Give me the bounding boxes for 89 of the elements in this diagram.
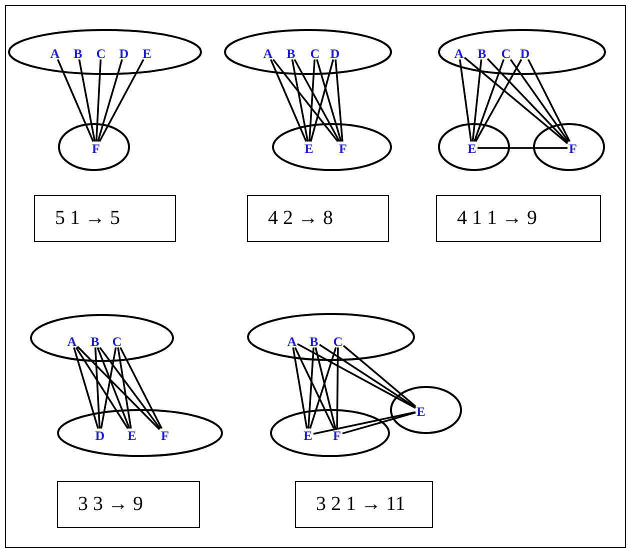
- count-box: 4 1 1 → 9: [436, 195, 601, 242]
- vertex-label: D: [94, 428, 106, 442]
- edge-line: [100, 347, 117, 429]
- edge-line: [478, 147, 568, 149]
- edge-line: [486, 58, 568, 143]
- edge-line: [342, 344, 416, 408]
- edge-line: [510, 58, 570, 142]
- group-ellipse: [270, 409, 390, 457]
- vertex-label: E: [126, 428, 138, 442]
- edge-line: [294, 347, 335, 429]
- vertex-label: D: [330, 46, 340, 60]
- edge-line: [272, 58, 339, 142]
- edge-line: [270, 59, 308, 142]
- edge-line: [319, 344, 416, 408]
- vertex-label: F: [568, 142, 578, 154]
- edge-line: [56, 59, 94, 142]
- count-box: 3 3 → 9: [57, 481, 200, 528]
- edge-line: [97, 59, 123, 142]
- vertex-label: A: [66, 334, 78, 348]
- edge-line: [75, 347, 129, 429]
- vertex-label: E: [302, 428, 314, 442]
- vertex-label: E: [142, 46, 152, 60]
- vertex-label: C: [500, 46, 512, 60]
- group-ellipse: [438, 123, 510, 171]
- edge-line: [98, 59, 144, 142]
- vertex-label: D: [118, 46, 130, 60]
- edge-line: [73, 347, 99, 429]
- count-box: 4 2 → 8: [247, 195, 389, 242]
- edge-line: [308, 59, 316, 142]
- group-ellipse: [247, 313, 415, 361]
- vertex-label: A: [454, 46, 464, 60]
- edge-line: [292, 347, 308, 429]
- group-ellipse: [8, 29, 202, 75]
- vertex-label: A: [262, 46, 274, 60]
- edge-line: [342, 412, 416, 434]
- edge-line: [310, 59, 334, 142]
- group-ellipse: [390, 386, 462, 434]
- vertex-label: E: [416, 404, 426, 418]
- edge-line: [472, 59, 482, 142]
- vertex-label: E: [304, 142, 314, 154]
- edge-line: [294, 59, 340, 142]
- vertex-label: C: [332, 334, 344, 348]
- vertex-label: A: [286, 334, 298, 348]
- vertex-label: F: [332, 428, 342, 442]
- edge-line: [334, 59, 344, 142]
- edge-line: [459, 59, 472, 142]
- edge-line: [308, 347, 314, 429]
- vertex-label: B: [90, 334, 100, 348]
- edge-line: [474, 59, 522, 142]
- edge-line: [94, 347, 101, 429]
- group-ellipse: [30, 314, 174, 362]
- vertex-label: C: [112, 334, 122, 348]
- edge-line: [473, 59, 505, 142]
- edge-line: [291, 59, 309, 142]
- edge-line: [120, 347, 162, 429]
- group-ellipse: [438, 29, 606, 75]
- edge-line: [527, 59, 571, 142]
- group-ellipse: [57, 409, 223, 457]
- vertex-label: C: [96, 46, 106, 60]
- vertex-label: B: [286, 46, 296, 60]
- group-ellipse: [272, 123, 392, 171]
- count-box: 5 1 → 5: [34, 195, 176, 242]
- count-box: 3 2 1 → 11: [295, 481, 433, 528]
- vertex-label: E: [466, 142, 478, 154]
- vertex-label: F: [338, 142, 348, 154]
- edge-line: [313, 411, 416, 435]
- edge-line: [309, 347, 337, 429]
- edge-line: [336, 348, 339, 428]
- edge-line: [314, 347, 336, 429]
- vertex-label: B: [308, 334, 320, 348]
- vertex-label: F: [160, 428, 170, 442]
- vertex-label: F: [90, 142, 102, 154]
- group-ellipse: [533, 123, 605, 171]
- edge-line: [76, 346, 160, 430]
- edge-line: [99, 346, 161, 430]
- edge-line: [464, 56, 568, 144]
- group-ellipse: [58, 123, 130, 171]
- group-ellipse: [224, 29, 392, 75]
- vertex-label: B: [72, 46, 84, 60]
- edge-line: [117, 347, 132, 429]
- vertex-label: C: [310, 46, 320, 60]
- vertex-label: B: [476, 46, 488, 60]
- edge-line: [95, 59, 102, 142]
- edge-line: [78, 59, 96, 142]
- vertex-label: D: [520, 46, 530, 60]
- edge-line: [316, 59, 342, 142]
- edge-line: [297, 343, 416, 409]
- vertex-label: A: [50, 46, 60, 60]
- edge-line: [96, 347, 130, 429]
